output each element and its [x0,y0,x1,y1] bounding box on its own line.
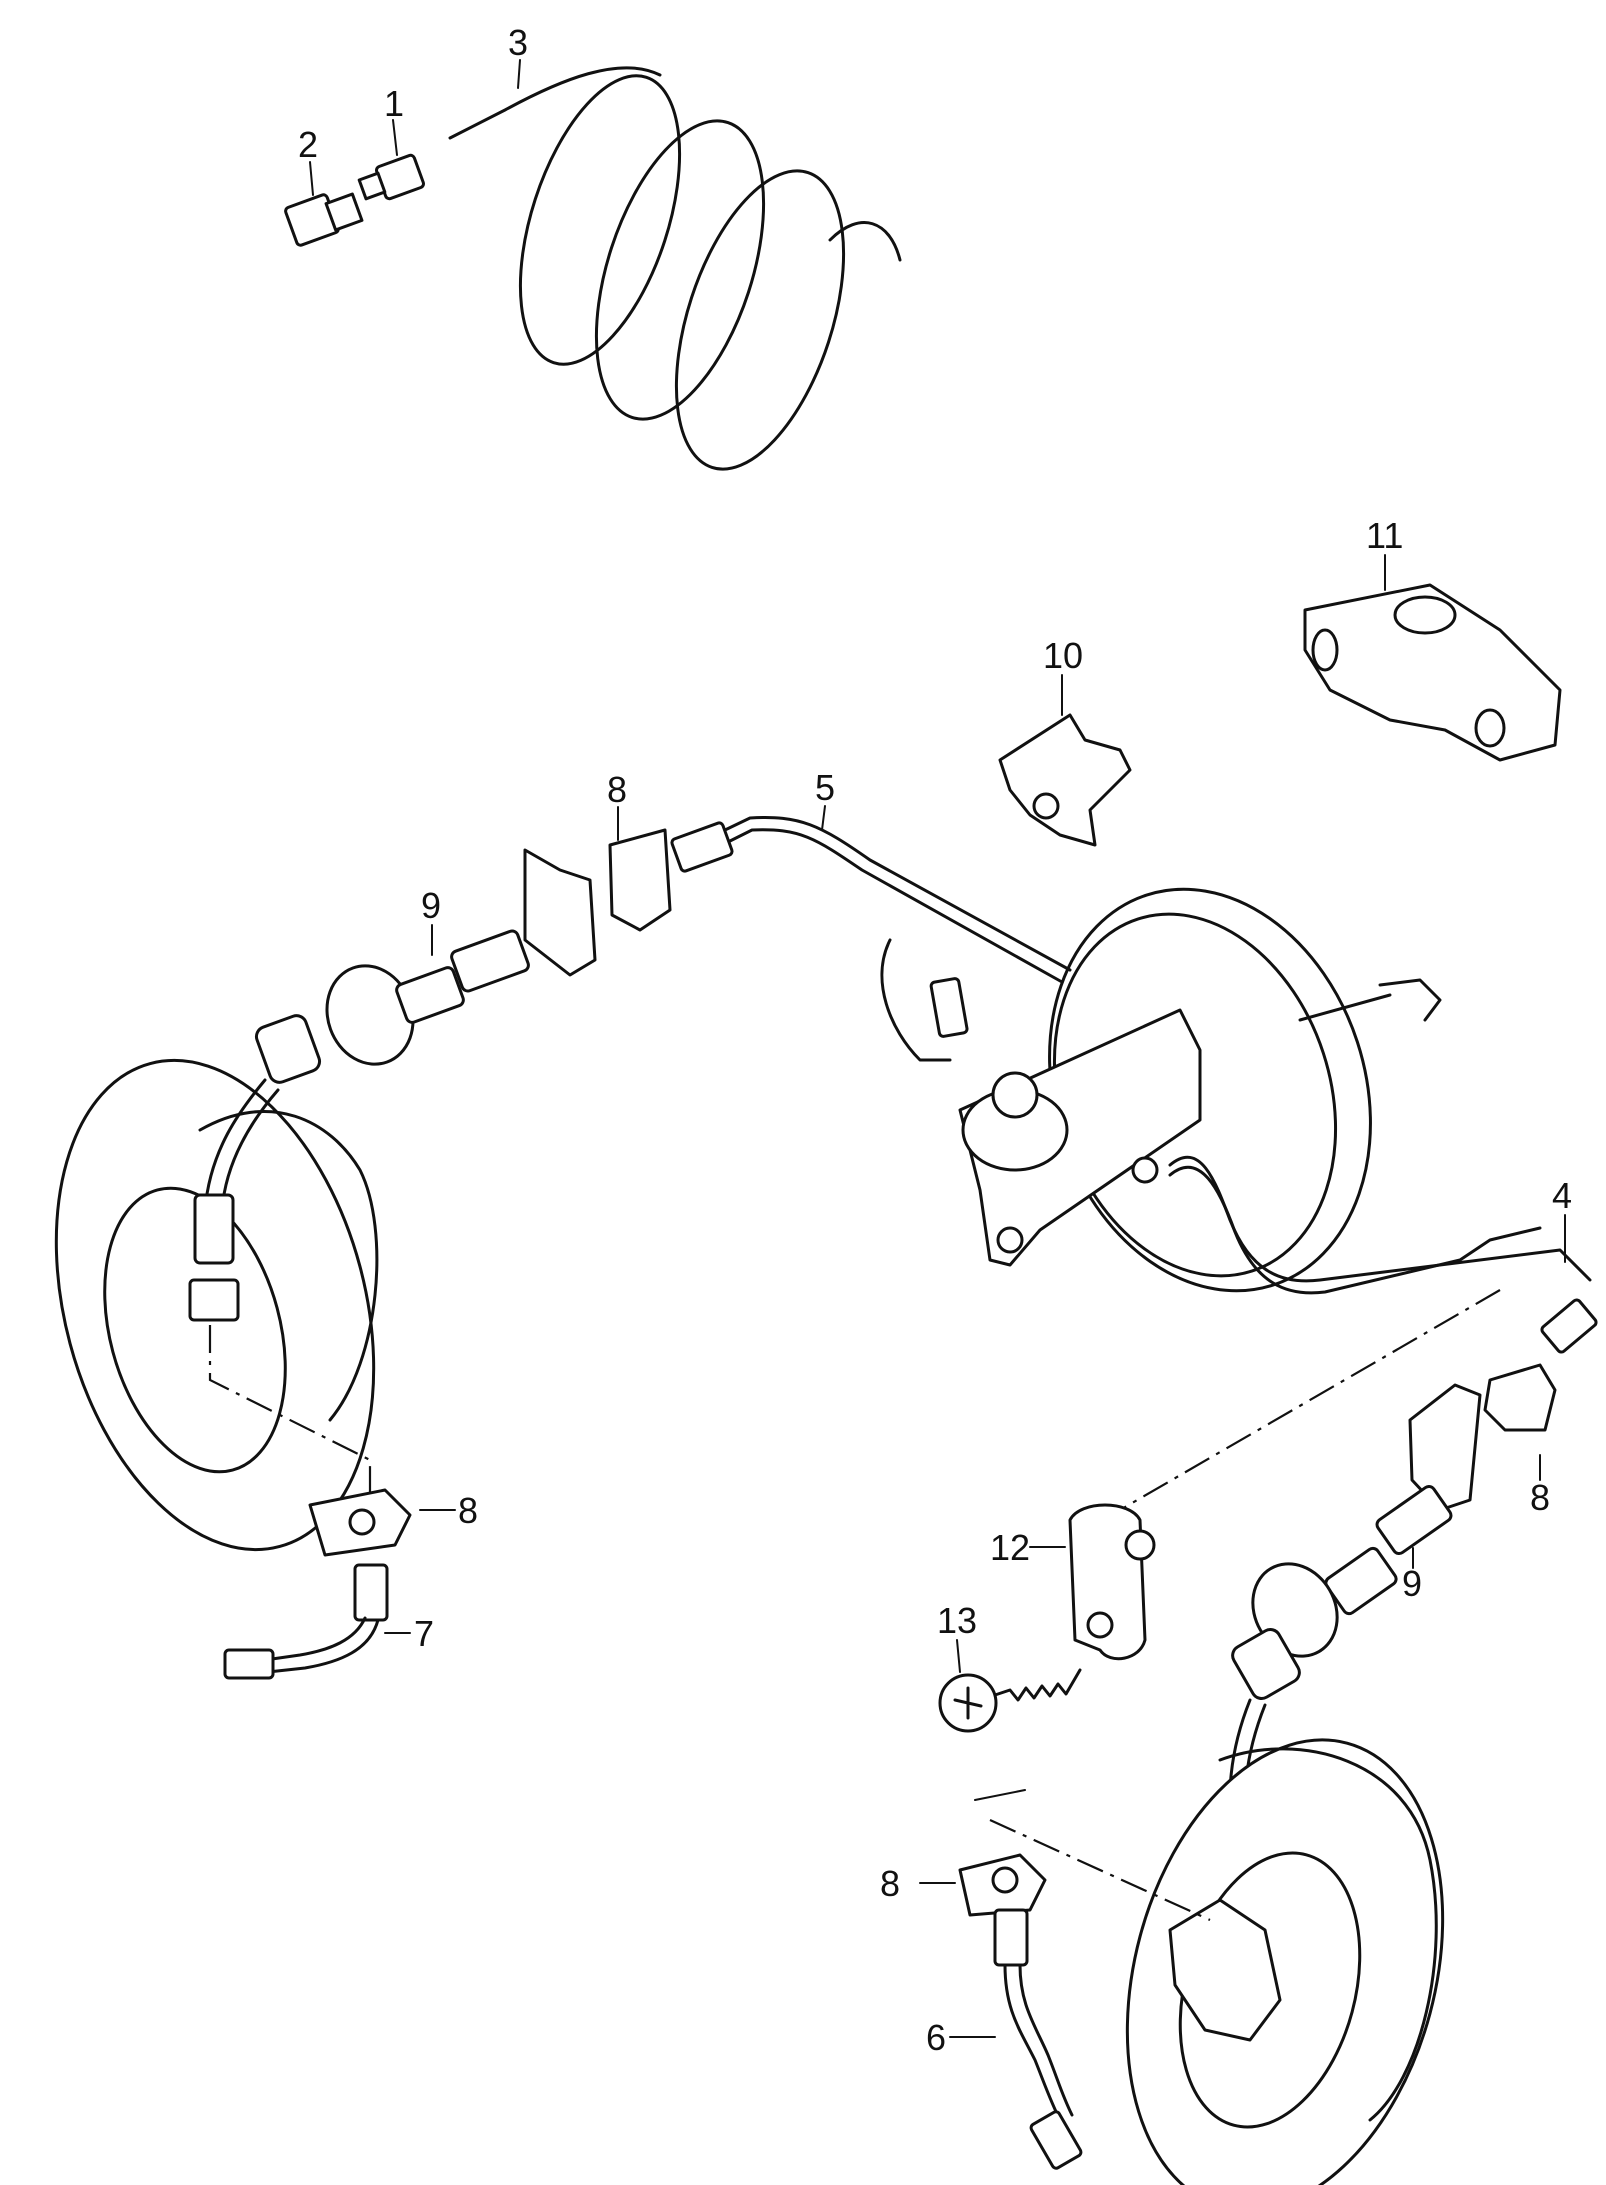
callout-12: 12 [990,1527,1030,1568]
callout-8c: 8 [1530,1477,1550,1518]
left-brake-hose [193,929,530,1265]
callout-1: 1 [384,83,404,124]
left-short-hose [223,1563,389,1680]
callout-3: 3 [508,22,528,63]
line-clip [998,713,1132,847]
callout-8a: 8 [607,769,627,810]
callout-labels: 1 2 3 4 5 6 7 8 8 8 8 9 9 10 11 12 13 [298,22,1572,2058]
right-retainer-plate [1408,1363,1557,1512]
callout-9a: 9 [421,885,441,926]
right-wheel [989,1738,1445,2185]
callout-8b: 8 [458,1490,478,1531]
callout-5: 5 [815,767,835,808]
fitting-nut [284,192,364,247]
callout-9b: 9 [1402,1563,1422,1604]
callout-10: 10 [1043,635,1083,676]
right-caliper-clip [958,1789,1047,1917]
right-brake-hose [1228,1484,1453,1910]
fitting-union [357,153,425,201]
callout-8d: 8 [880,1863,900,1904]
mounting-screw [938,1668,1082,1733]
leader-lines [309,59,1566,2038]
right-short-hose [993,1908,1083,2170]
mounting-bracket [1068,1503,1156,1661]
callout-11: 11 [1366,515,1403,556]
right-line-end [1119,1289,1598,1511]
left-clip-lower [308,1488,412,1557]
booster-lines [880,938,1592,1295]
left-retainer-plate [523,828,672,977]
callout-13: 13 [937,1600,977,1641]
brake-line-bracket [1303,583,1562,762]
callout-7: 7 [414,1613,434,1654]
master-cylinder [958,1008,1202,1267]
callout-2: 2 [298,124,318,165]
left-caliper-clip [188,1278,372,1510]
brake-line-left [670,816,1072,984]
coiled-brake-line [448,66,902,471]
callout-6: 6 [926,2017,946,2058]
callout-4: 4 [1552,1175,1572,1216]
